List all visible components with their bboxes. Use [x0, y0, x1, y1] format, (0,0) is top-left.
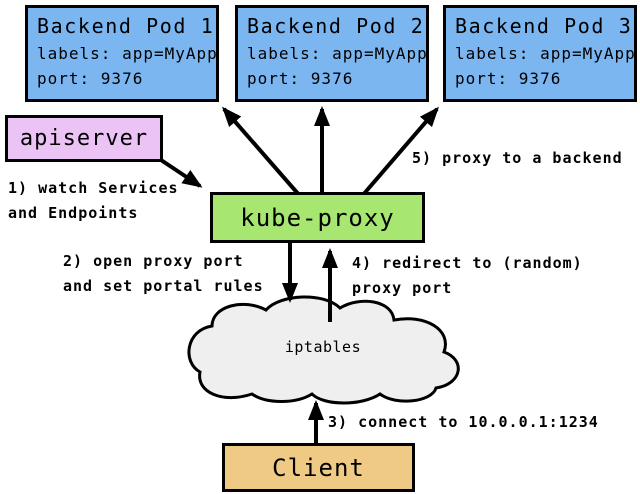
- pod-title: Backend Pod 1: [37, 14, 215, 38]
- kube-proxy-box: kube-proxy: [210, 192, 425, 243]
- step-label-2: 2) open proxy port and set portal rules: [63, 252, 264, 295]
- arrow-kubeproxy-to-pod3: [360, 106, 439, 198]
- iptables-label: iptables: [284, 338, 362, 356]
- backend-pod-2-box: Backend Pod 2 labels: app=MyApp port: 93…: [235, 5, 429, 102]
- pod-labels-line: labels: app=MyApp: [455, 44, 636, 63]
- pod-labels-line: labels: app=MyApp: [37, 44, 218, 63]
- step-label-4: 4) redirect to (random) proxy port: [352, 254, 583, 297]
- pod-labels-line: labels: app=MyApp: [247, 44, 428, 63]
- apiserver-label: apiserver: [19, 126, 149, 151]
- pod-title: Backend Pod 3: [455, 14, 633, 38]
- pod-port-line: port: 9376: [455, 69, 562, 88]
- arrow-apiserver-to-kubeproxy: [156, 156, 203, 188]
- pod-port-line: port: 9376: [247, 69, 354, 88]
- backend-pod-3-box: Backend Pod 3 labels: app=MyApp port: 93…: [443, 5, 637, 102]
- arrow-kubeproxy-to-pod1: [222, 106, 302, 198]
- kube-proxy-label: kube-proxy: [240, 203, 395, 232]
- pod-title: Backend Pod 2: [247, 14, 425, 38]
- apiserver-box: apiserver: [5, 115, 163, 162]
- client-box: Client: [222, 443, 415, 492]
- pod-port-line: port: 9376: [37, 69, 144, 88]
- step-label-1: 1) watch Services and Endpoints: [8, 179, 179, 222]
- backend-pod-1-box: Backend Pod 1 labels: app=MyApp port: 93…: [25, 5, 219, 102]
- step-label-3: 3) connect to 10.0.0.1:1234: [328, 413, 599, 431]
- client-label: Client: [272, 453, 365, 482]
- step-label-5: 5) proxy to a backend: [412, 149, 623, 167]
- iptables-cloud-shape: [187, 295, 460, 405]
